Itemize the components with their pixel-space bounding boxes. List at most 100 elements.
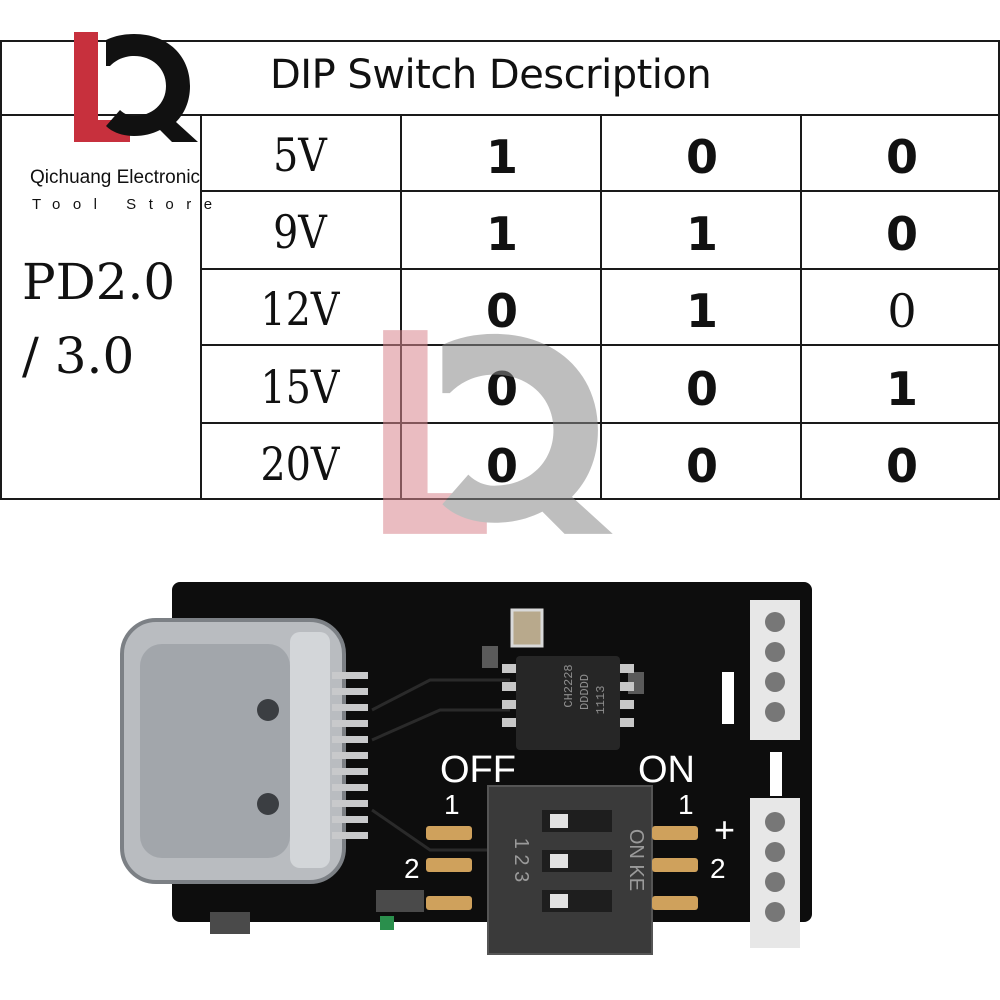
usb-pin	[332, 704, 368, 711]
gold-pad	[652, 826, 698, 840]
left-number-2: 2	[404, 853, 420, 884]
store-name: Qichuang Electronic	[30, 167, 201, 188]
dip-lever-3[interactable]	[550, 894, 568, 908]
usb-pin	[332, 688, 368, 695]
dip-switch[interactable]: 1 2 3 ON KE	[487, 785, 653, 955]
off-label: OFF	[440, 749, 516, 791]
dip-on-marking: ON KE	[625, 829, 647, 891]
gold-pad	[652, 896, 698, 910]
minus-mark	[722, 672, 734, 724]
switch-2-cell: 1	[685, 284, 718, 338]
table-header-border	[0, 114, 1000, 116]
dip-position-numbers: 1 2 3	[510, 838, 532, 882]
dip-lever-2[interactable]	[550, 854, 568, 868]
switch-2-cell: 0	[685, 130, 718, 184]
left-number-1: 1	[444, 789, 460, 820]
switch-1-cell: 1	[485, 130, 518, 184]
usb-pin	[332, 800, 368, 807]
chip-marking: DDDDD	[578, 674, 592, 710]
usb-pin	[332, 816, 368, 823]
voltage-cell: 5V	[273, 128, 327, 182]
header-hole	[765, 812, 785, 832]
pd-controller-chip: CH2228 DDDDD 1113	[502, 656, 634, 750]
switch-3-cell: 0	[885, 207, 918, 261]
store-subtitle: Tool Store	[32, 196, 225, 213]
watermark-l-shape	[383, 330, 487, 534]
usb-c-shell-face	[140, 644, 290, 858]
usb-pin	[332, 672, 368, 679]
table-left-border	[0, 40, 2, 500]
gold-pads	[426, 826, 698, 910]
gold-pad	[426, 826, 472, 840]
output-pin-header-bottom	[750, 798, 800, 948]
dip-lever-1[interactable]	[550, 814, 568, 828]
chip-marking: 1113	[594, 686, 608, 715]
column-divider	[400, 114, 402, 500]
usb-c-mount-hole	[257, 793, 279, 815]
header-hole	[765, 902, 785, 922]
usb-pin	[332, 736, 368, 743]
logo-l-shape	[74, 32, 130, 142]
on-label: ON	[638, 749, 695, 791]
watermark-q-shape	[442, 333, 613, 534]
header-hole	[765, 612, 785, 632]
status-led	[380, 916, 394, 930]
protocol-label: PD2.0 / 3.0	[22, 245, 192, 393]
pcb-trace	[371, 708, 510, 742]
usb-c-side	[290, 632, 330, 868]
right-number-2: 2	[710, 853, 726, 884]
header-hole	[765, 672, 785, 692]
chip-pin	[502, 718, 516, 727]
chip-body	[516, 656, 620, 750]
switch-1-cell: 1	[485, 207, 518, 261]
right-number-1: 1	[678, 789, 694, 820]
column-divider	[800, 114, 802, 500]
pd-trigger-board: CH2228 DDDDD 1113 1 2 3 ON KE OFF ON 1 2…	[120, 582, 812, 955]
usb-c-mount-hole	[257, 699, 279, 721]
chip-pin	[502, 682, 516, 691]
table-top-border	[0, 40, 1000, 42]
chip-pin	[620, 718, 634, 727]
usb-pin	[332, 768, 368, 775]
switch-3-cell: 0	[885, 130, 918, 184]
usb-pin	[332, 720, 368, 727]
smd-capacitor	[510, 608, 544, 648]
table-title: DIP Switch Description	[270, 52, 712, 98]
chip-pin	[620, 664, 634, 673]
switch-2-cell: 0	[685, 439, 718, 493]
header-hole	[765, 842, 785, 862]
plus-mark: +	[714, 809, 735, 850]
voltage-cell: 15V	[260, 360, 340, 414]
switch-2-cell: 1	[685, 207, 718, 261]
pcb-traces	[371, 678, 510, 852]
header-hole	[765, 642, 785, 662]
pcb-trace	[371, 808, 490, 852]
pcb-trace	[371, 678, 510, 712]
chip-pin	[502, 700, 516, 709]
switch-2-cell: 0	[685, 362, 718, 416]
gold-pad	[426, 896, 472, 910]
chip-marking: CH2228	[562, 664, 576, 707]
switch-3-cell: 1	[885, 362, 918, 416]
smd-component	[376, 890, 424, 912]
store-logo	[74, 32, 198, 142]
column-divider	[200, 114, 202, 500]
divider-mark	[770, 752, 782, 796]
header-hole	[765, 872, 785, 892]
column-divider	[600, 114, 602, 500]
chip-pin	[620, 682, 634, 691]
protocol-line-2: / 3.0	[22, 327, 135, 385]
chip-pin	[502, 664, 516, 673]
usb-pins	[332, 672, 368, 839]
switch-3-cell: 0	[885, 439, 918, 493]
usb-pin	[332, 832, 368, 839]
switch-3-cell: 0	[887, 284, 917, 338]
usb-pin	[332, 784, 368, 791]
header-hole	[765, 702, 785, 722]
table-right-border	[998, 40, 1000, 500]
smd-component	[210, 912, 250, 934]
voltage-cell: 12V	[260, 282, 340, 336]
switch-1-cell: 0	[485, 284, 518, 338]
voltage-cell: 9V	[273, 205, 327, 259]
usb-pin	[332, 752, 368, 759]
